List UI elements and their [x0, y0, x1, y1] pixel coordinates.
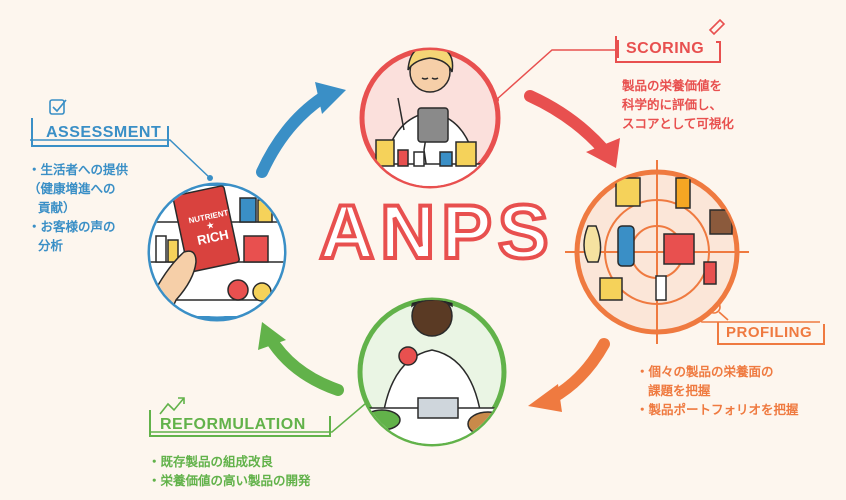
assessment-line: 分析 — [38, 238, 64, 253]
reformulation-illustration — [357, 297, 507, 447]
profiling-line: 課題を把握 — [648, 383, 711, 398]
growth-chart-icon — [159, 397, 185, 415]
scoring-illustration — [359, 47, 501, 189]
arrow-reformulation-to-assessment — [258, 322, 344, 396]
scoring-line: 科学的に評価し、 — [622, 97, 723, 112]
reformulation-line: ・既存製品の組成改良 — [148, 454, 274, 469]
arrow-scoring-to-profiling — [524, 90, 620, 168]
assessment-description: ・生活者への提供 （健康増進への 貢献） ・お客様の声の 分析 — [28, 160, 128, 255]
assessment-line: 貢献） — [38, 200, 76, 215]
reformulation-label-frame — [149, 410, 331, 437]
assessment-line: ・お客様の声の — [28, 219, 116, 234]
profiling-line: ・個々の製品の栄養面の — [636, 364, 774, 379]
assessment-label-frame — [31, 118, 169, 147]
reformulation-description: ・既存製品の組成改良 ・栄養価値の高い製品の開発 — [148, 452, 311, 490]
reformulation-label: REFORMULATION — [160, 416, 306, 433]
assessment-connector — [30, 139, 211, 179]
scoring-connector — [495, 49, 616, 101]
scoring-description: 製品の栄養価値を 科学的に評価し、 スコアとして可視化 — [622, 76, 734, 133]
profiling-label: PROFILING — [726, 324, 813, 341]
profiling-description: ・個々の製品の栄養面の 課題を把握 ・製品ポートフォリオを把握 — [636, 362, 799, 419]
scoring-label: SCORING — [626, 40, 705, 57]
profiling-illustration — [565, 160, 749, 344]
scoring-label-frame — [615, 36, 721, 63]
pencil-icon — [708, 18, 726, 36]
checklist-icon — [49, 99, 67, 115]
assessment-line: （健康増進への — [28, 181, 116, 196]
arrow-profiling-to-reformulation — [528, 338, 610, 412]
reformulation-connector — [150, 397, 373, 433]
anps-wordmark: ANPS — [319, 190, 554, 275]
profiling-line: ・製品ポートフォリオを把握 — [636, 402, 799, 417]
reformulation-line: ・栄養価値の高い製品の開発 — [148, 473, 311, 488]
scoring-line: スコアとして可視化 — [622, 116, 734, 131]
arrow-assessment-to-scoring — [256, 82, 346, 178]
assessment-line: ・生活者への提供 — [28, 162, 129, 177]
scoring-line: 製品の栄養価値を — [622, 78, 723, 93]
profiling-label-frame — [717, 322, 825, 345]
assessment-illustration — [147, 182, 287, 322]
assessment-label: ASSESSMENT — [46, 124, 162, 141]
assessment-connector-dot — [207, 175, 213, 181]
